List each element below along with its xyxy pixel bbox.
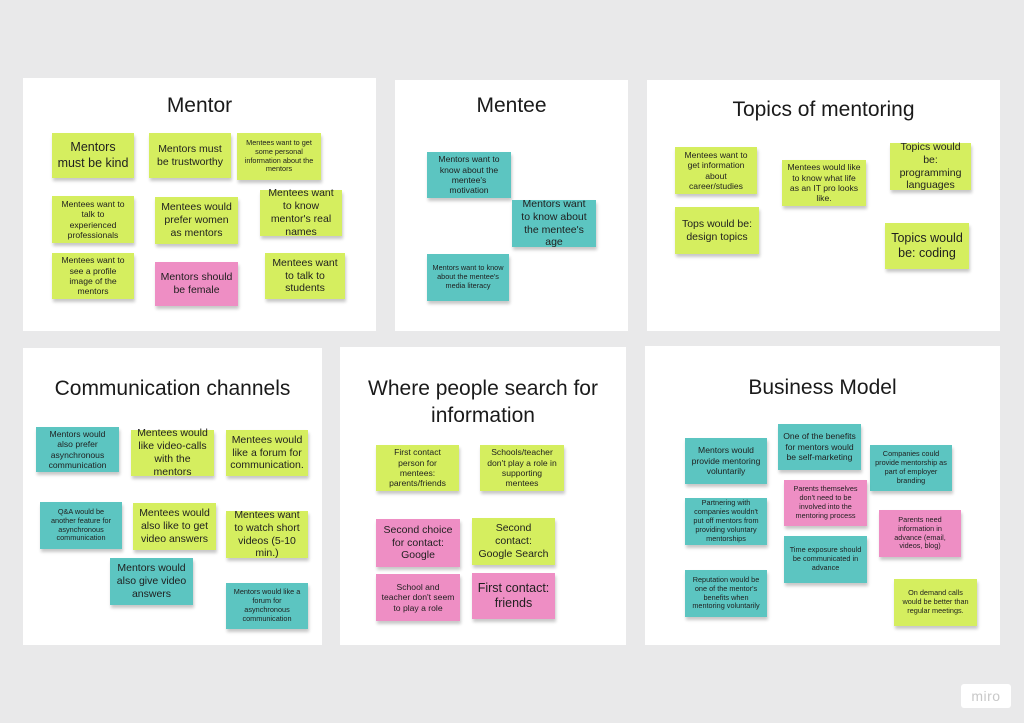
board-title: Mentee xyxy=(476,94,547,117)
sticky-note[interactable]: Mentees want to talk to students xyxy=(265,253,345,299)
sticky-note[interactable]: On demand calls would be better than reg… xyxy=(894,579,977,626)
sticky-note[interactable]: School and teacher don't seem to play a … xyxy=(376,574,460,621)
sticky-note[interactable]: Mentors want to know about the mentee's … xyxy=(427,152,511,198)
board-mentee[interactable]: Mentee Mentors want to know about the me… xyxy=(395,80,628,331)
sticky-note[interactable]: Partnering with companies wouldn't put o… xyxy=(685,498,767,545)
board-title: Communication channels xyxy=(54,377,291,400)
sticky-note[interactable]: Mentees would like a forum for communica… xyxy=(226,430,308,476)
sticky-note[interactable]: Mentees want to see a profile image of t… xyxy=(52,253,134,299)
sticky-note[interactable]: Topics would be: programming languages xyxy=(890,141,971,191)
board-title: Topics of mentoring xyxy=(732,98,915,121)
sticky-note[interactable]: Mentees would prefer women as mentors xyxy=(155,197,238,244)
sticky-note[interactable]: Reputation would be one of the mentor's … xyxy=(685,570,767,617)
board-business-model[interactable]: Business Model Mentors would provide men… xyxy=(645,346,1000,645)
sticky-note[interactable]: Mentees want to get information about ca… xyxy=(675,147,757,194)
sticky-note[interactable]: Mentors would provide mentoring voluntar… xyxy=(685,438,767,484)
miro-logo: miro xyxy=(961,684,1011,708)
sticky-note[interactable]: Mentees want to know mentor's real names xyxy=(260,187,342,238)
board-title: Mentor xyxy=(166,94,233,117)
board-topics[interactable]: Topics of mentoring Mentees want to get … xyxy=(647,80,1000,331)
sticky-note[interactable]: Mentees want to talk to experienced prof… xyxy=(52,196,134,243)
sticky-note[interactable]: First contact person for mentees: parent… xyxy=(376,445,459,491)
sticky-note[interactable]: Mentors want to know about the mentee's … xyxy=(512,198,596,248)
sticky-note[interactable]: Tops would be: design topics xyxy=(675,207,759,254)
sticky-note[interactable]: Mentors would like a forum for asynchron… xyxy=(226,583,308,629)
sticky-note[interactable]: Mentors want to know about the mentee's … xyxy=(427,254,509,301)
sticky-note[interactable]: Mentors would also prefer asynchronous c… xyxy=(36,427,119,472)
board-where-people-search[interactable]: Where people search for information Firs… xyxy=(340,347,626,645)
sticky-note[interactable]: Mentees would like video-calls with the … xyxy=(131,427,214,478)
sticky-note[interactable]: Mentees want to watch short videos (5-10… xyxy=(226,509,308,559)
sticky-note[interactable]: Q&A would be another feature for asynchr… xyxy=(40,502,122,549)
sticky-note[interactable]: Schools/teacher don't play a role in sup… xyxy=(480,445,564,491)
sticky-note[interactable]: Mentors would also give video answers xyxy=(110,558,193,605)
sticky-note[interactable]: Mentees would like to know what life as … xyxy=(782,160,866,206)
sticky-note[interactable]: Mentors should be female xyxy=(155,262,238,306)
sticky-note[interactable]: Mentors must be trustworthy xyxy=(149,133,231,178)
sticky-note[interactable]: Time exposure should be communicated in … xyxy=(784,536,867,583)
board-title: Where people search for information xyxy=(368,377,598,427)
sticky-note[interactable]: Mentees want to get some personal inform… xyxy=(237,133,321,180)
sticky-note[interactable]: Companies could provide mentorship as pa… xyxy=(870,445,952,491)
sticky-note[interactable]: One of the benefits for mentors would be… xyxy=(778,424,861,470)
board-mentor[interactable]: Mentor Mentors must be kind Mentors must… xyxy=(23,78,376,331)
sticky-note[interactable]: Second choice for contact: Google xyxy=(376,519,460,567)
board-title: Business Model xyxy=(748,376,897,399)
board-communication-channels[interactable]: Communication channels Mentors would als… xyxy=(23,348,322,645)
sticky-note[interactable]: Topics would be: coding xyxy=(885,223,969,269)
sticky-note[interactable]: Parents themselves don't need to be invo… xyxy=(784,480,867,526)
sticky-note[interactable]: Parents need information in advance (ema… xyxy=(879,510,961,557)
sticky-note[interactable]: Mentees would also like to get video ans… xyxy=(133,503,216,550)
sticky-note[interactable]: First contact: friends xyxy=(472,573,555,619)
sticky-note[interactable]: Second contact: Google Search xyxy=(472,518,555,565)
sticky-note[interactable]: Mentors must be kind xyxy=(52,133,134,178)
